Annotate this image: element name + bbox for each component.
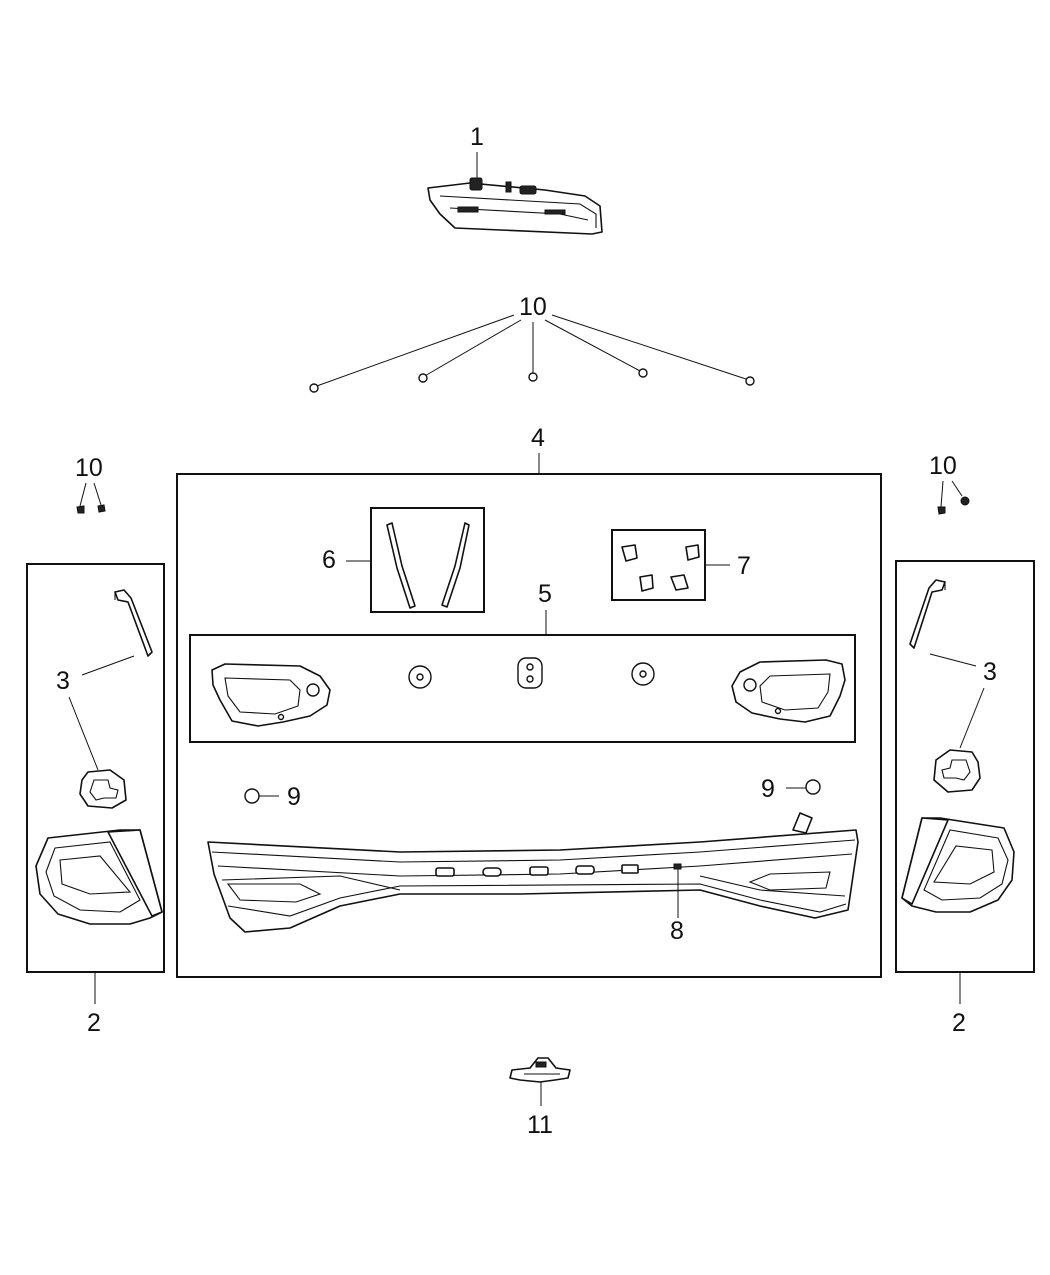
rear-panel-assembly-box xyxy=(176,473,882,978)
callout-11: 11 xyxy=(527,1111,553,1139)
tail-lamp-right-box xyxy=(895,560,1035,973)
nut-icon xyxy=(76,504,106,514)
callout-6: 6 xyxy=(322,546,336,574)
nut-icon xyxy=(937,496,970,515)
license-lamp-icon xyxy=(509,1057,571,1083)
callout-9-right: 9 xyxy=(761,775,775,803)
callout-2-right: 2 xyxy=(952,1009,966,1037)
callout-10-top: 10 xyxy=(519,293,547,321)
callout-4: 4 xyxy=(531,424,545,452)
callout-9-left: 9 xyxy=(287,783,301,811)
rear-panel-lamp-icon xyxy=(207,812,859,933)
callout-7: 7 xyxy=(737,552,751,580)
callout-8: 8 xyxy=(670,917,684,945)
callout-10-left: 10 xyxy=(75,454,103,482)
callout-10-right: 10 xyxy=(929,452,957,480)
high-mount-stop-lamp-icon xyxy=(427,177,603,235)
clips-box xyxy=(611,529,706,601)
gasket-kit-box xyxy=(189,634,856,743)
callout-3-right: 3 xyxy=(983,658,997,686)
callout-2-left: 2 xyxy=(87,1009,101,1037)
grommet-icon xyxy=(244,779,821,804)
tail-lamp-bracket-icon xyxy=(909,579,946,649)
leaders-10-top xyxy=(313,314,750,388)
seal-strips-box xyxy=(370,507,485,613)
gasket-kit-icon xyxy=(211,657,846,727)
tail-lamp-gasket-icon xyxy=(933,749,981,793)
seal-strips-icon xyxy=(386,522,470,609)
tail-lamp-bracket-icon xyxy=(114,589,153,657)
tail-lamp-assembly-icon xyxy=(901,817,1015,913)
callout-5: 5 xyxy=(538,580,552,608)
tail-lamp-gasket-icon xyxy=(79,769,127,809)
tail-lamp-assembly-icon xyxy=(35,829,163,925)
callout-3-left: 3 xyxy=(56,667,70,695)
clips-icon xyxy=(621,544,700,592)
callout-1: 1 xyxy=(470,123,484,151)
nut-icon xyxy=(309,368,755,393)
